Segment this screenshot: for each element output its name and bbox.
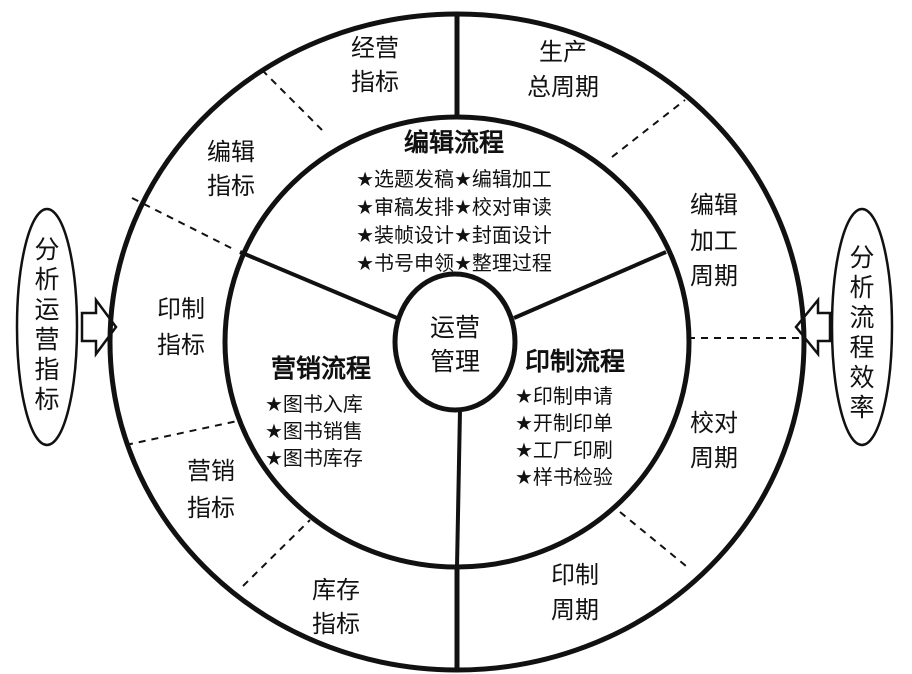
analyze-operation-metrics-label: 分 析 运 营 指 标: [34, 235, 59, 414]
printing-process-item: ★工厂印刷: [515, 438, 613, 462]
svg-text:编辑: 编辑: [207, 138, 255, 166]
svg-text:编辑: 编辑: [690, 191, 738, 219]
marketing-process-item: ★图书销售: [265, 419, 363, 443]
svg-text:库存: 库存: [312, 576, 360, 604]
editorial-process-title: 编辑流程: [404, 128, 504, 157]
editorial-process-row: ★书号申领★整理过程: [356, 251, 552, 275]
marketing-metrics-label: 营销 指标: [187, 457, 235, 522]
production-cycle-label: 生产 总周期: [527, 38, 599, 101]
printing-metrics-label: 印制 指标: [157, 295, 205, 359]
dash-divider-7: [619, 511, 687, 567]
svg-text:指标: 指标: [351, 68, 399, 96]
svg-text:印制: 印制: [157, 295, 205, 323]
dash-divider-3: [125, 419, 243, 446]
dash-divider-2: [131, 197, 236, 251]
editorial-process-row: ★装帧设计★封面设计: [356, 223, 552, 247]
proofreading-cycle-label: 校对 周期: [690, 409, 738, 472]
svg-text:标: 标: [34, 385, 59, 414]
printing-process-item: ★开制印单: [515, 411, 613, 435]
svg-text:运营: 运营: [430, 313, 480, 342]
svg-text:指标: 指标: [312, 610, 360, 638]
editing-cycle-label: 编辑 加工 周期: [690, 191, 738, 290]
svg-text:加工: 加工: [690, 227, 738, 255]
printing-process-block: 印制流程 ★印制申请 ★开制印单 ★工厂印刷 ★样书检验: [515, 347, 625, 489]
svg-text:管理: 管理: [430, 347, 480, 376]
svg-text:指标: 指标: [207, 172, 255, 200]
right-side-oval: [830, 207, 894, 447]
svg-text:析: 析: [34, 265, 59, 294]
svg-text:分: 分: [849, 243, 874, 272]
printing-process-item: ★印制申请: [515, 384, 613, 408]
marketing-process-item: ★图书入库: [265, 392, 363, 416]
svg-text:效: 效: [849, 363, 874, 392]
svg-text:总周期: 总周期: [527, 73, 599, 101]
svg-text:周期: 周期: [690, 262, 738, 290]
svg-text:析: 析: [849, 273, 874, 302]
svg-text:营销: 营销: [187, 457, 235, 485]
svg-text:指标: 指标: [157, 331, 205, 359]
spoke-right: [513, 250, 667, 320]
analyze-process-efficiency-label: 分 析 流 程 效 率: [849, 243, 874, 422]
right-arrow-icon: [794, 296, 832, 358]
spoke-bottom: [455, 409, 462, 568]
left-side-oval: [15, 207, 79, 447]
printing-cycle-label: 印制 周期: [551, 561, 599, 624]
editorial-process-block: 编辑流程 ★选题发稿★编辑加工 ★审稿发排★校对审读 ★装帧设计★封面设计 ★书…: [356, 128, 552, 275]
svg-text:指: 指: [34, 355, 59, 384]
svg-text:生产: 生产: [539, 38, 587, 66]
dash-divider-4: [242, 519, 311, 587]
svg-text:周期: 周期: [690, 444, 738, 472]
printing-process-item: ★样书检验: [515, 465, 613, 489]
svg-text:分: 分: [34, 235, 59, 264]
inventory-metrics-label: 库存 指标: [312, 576, 360, 638]
marketing-process-block: 营销流程 ★图书入库 ★图书销售 ★图书库存: [265, 354, 371, 470]
svg-text:程: 程: [849, 333, 874, 362]
spoke-left: [239, 250, 398, 320]
dash-divider-5: [611, 99, 686, 158]
svg-text:经营: 经营: [351, 34, 399, 62]
svg-text:校对: 校对: [690, 409, 738, 437]
svg-text:印制: 印制: [551, 561, 599, 589]
editorial-process-row: ★审稿发排★校对审读: [356, 195, 552, 219]
marketing-process-item: ★图书库存: [265, 446, 363, 470]
editorial-process-row: ★选题发稿★编辑加工: [356, 167, 552, 191]
svg-text:率: 率: [849, 393, 874, 422]
svg-text:指标: 指标: [187, 494, 235, 522]
printing-process-title: 印制流程: [525, 347, 625, 376]
editorial-metrics-label: 编辑 指标: [207, 138, 255, 200]
left-arrow-icon: [80, 296, 118, 358]
svg-text:流: 流: [849, 303, 874, 332]
svg-text:运: 运: [34, 295, 59, 324]
svg-text:营: 营: [34, 325, 59, 354]
svg-text:周期: 周期: [551, 596, 599, 624]
operations-management-label: 运营 管理: [430, 313, 480, 376]
marketing-process-title: 营销流程: [271, 354, 371, 383]
dash-divider-1: [261, 69, 323, 131]
center-ellipse: [392, 271, 518, 413]
business-metrics-label: 经营 指标: [351, 34, 399, 96]
